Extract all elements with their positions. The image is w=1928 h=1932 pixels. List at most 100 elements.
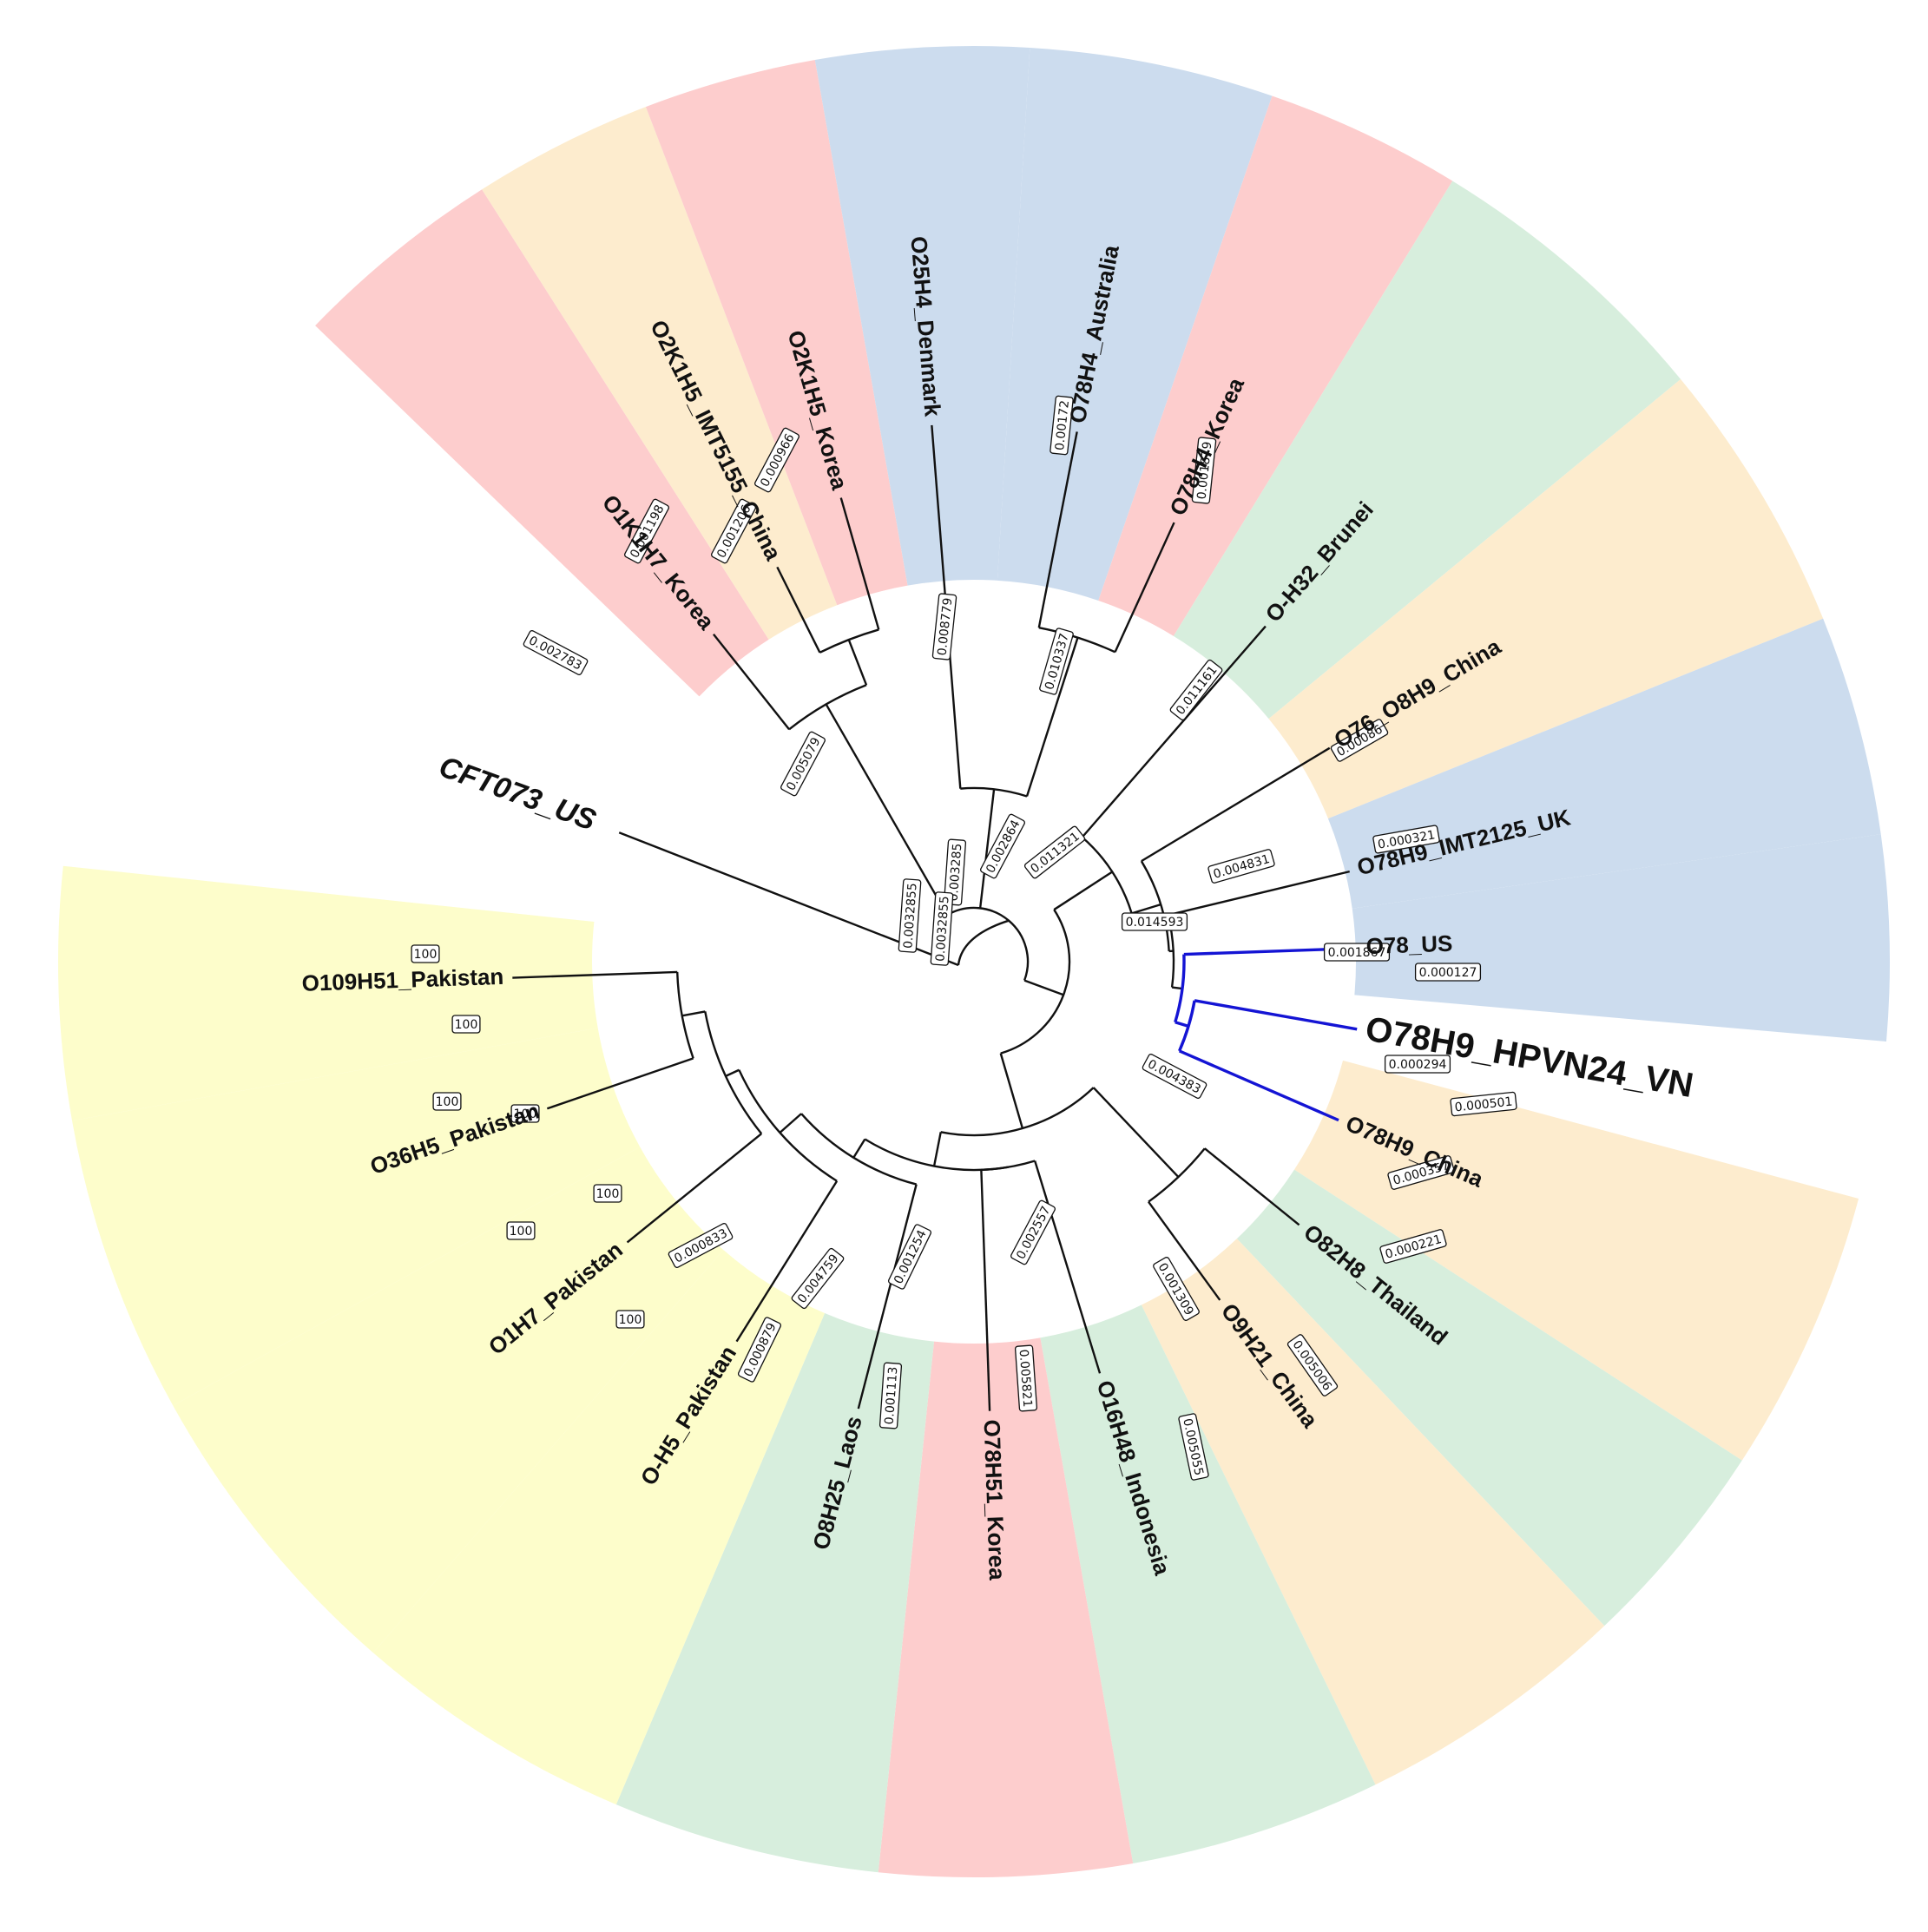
branch-length-label: 0.014593 [1121,912,1188,931]
branch-nPak1 [852,1138,866,1159]
branch-o78h51-korea [980,1169,991,1411]
clade-sector-o-h32-brunei [1173,181,1681,720]
clade-arc [960,786,1028,798]
branch-nS [932,1132,942,1166]
branch-length-text: 100 [455,1018,478,1032]
clade-arc [1000,909,1071,1055]
branch-nLv [1175,1021,1189,1028]
branch-nPak4 [681,1010,706,1017]
branch-length-label: 0.005821 [1014,1344,1038,1412]
branch-length-label: 0.005079 [780,731,826,797]
branch-length-label: 0.011161 [1169,659,1223,721]
branch-length-label: 0.004759 [791,1247,845,1310]
branch-nL [1171,986,1183,990]
branch-o2k1h5-korea [839,497,880,630]
clade-arc [946,906,1030,982]
clade-arc [1038,627,1116,654]
leaf-label-cft073-us: CFT073_US [435,750,601,837]
branch-length-text: 0.00172 [1053,399,1072,450]
branch-length-label: 0.001879 [1191,437,1217,504]
clade-sector-o78h4-australia [997,47,1273,601]
branch-length-label: 100 [593,1184,622,1203]
branch-o36h5-pakistan [546,1057,694,1110]
clade-sector-o78-us [1352,834,1890,1042]
branch-length-label: 0.004831 [1207,849,1275,884]
clade-sector-o9h21-china [1141,1239,1605,1785]
branch-o109h51-pakistan [512,970,678,979]
branch-length-text: 0.011321 [1028,830,1082,877]
clade-sector-o1k1h7-korea [315,189,769,697]
branch-length-label: 100 [510,1104,540,1123]
leaf-label-o78h51-korea: O78H51_Korea [979,1419,1010,1580]
branch-length-text: 100 [514,1107,537,1121]
branch-length-label: 0.001254 [887,1224,932,1290]
clade-arc [1140,860,1170,952]
branch-o78h4-australia [1037,431,1078,628]
clade-sector-o16h48-indonesia [1040,1304,1376,1863]
branch-nPak3 [725,1068,740,1077]
branch-length-label: 0.002783 [523,630,589,675]
branch-length-label: 0.000501 [1450,1091,1517,1117]
clade-arc [704,1011,763,1134]
clade-sector-o-h5-pakistan [372,1250,826,1805]
branch-length-text: 0.000127 [1419,966,1477,980]
clade-sector-o109h51-pakistan [57,865,598,1121]
branch-length-text: 0.0032855 [901,883,919,950]
branch-length-text: 0.0032855 [933,896,951,963]
clade-sector-o2k1h5-korea [645,60,908,606]
branch-length-text: 0.001879 [1195,441,1215,500]
branch-length-text: 100 [436,1095,459,1109]
branch-length-label: 0.001867 [1323,943,1391,962]
clade-sector-o76-o8h9-china [1268,378,1824,819]
branch-length-label: 0.008779 [931,593,957,660]
clade-sector-o82h8-thailand [1236,1169,1742,1626]
branch-o-h5-pakistan [735,1180,839,1343]
clade-arc [1178,1000,1196,1052]
branch-o78h4-korea [1114,522,1175,653]
clade-sector-o78h4-korea [1098,95,1453,636]
branch-o78h9-imt2125-uk [1168,870,1350,917]
clade-sector-o78h51-korea [878,1337,1134,1877]
clade-arc [800,1113,917,1186]
branch-length-label: 100 [411,944,440,963]
branch-length-label: 0.000127 [1414,963,1482,982]
clade-color-sectors [57,46,1890,1877]
branch-length-label: 0.011321 [1023,825,1086,879]
branch-nM [1023,979,1064,996]
branch-o76-o8h9-china [1141,746,1331,863]
branch-length-label: 0.000294 [1384,1055,1451,1074]
branch-o16h48-indonesia [1034,1160,1102,1374]
clade-arc [1174,954,1186,1023]
clade-arc [1148,1147,1206,1203]
branch-nJ [1131,903,1161,915]
branch-o1k1h7-korea [713,634,791,731]
branch-length-text: 0.005821 [1017,1349,1035,1408]
clade-sector-o36h5-pakistan [72,1028,641,1406]
branch-length-text: 0.014593 [1126,916,1184,930]
branch-nDEF [978,789,996,909]
branch-o9h21-china [1148,1200,1221,1301]
branch-length-label: 0.0032855 [930,891,954,966]
clade-arc [788,684,867,731]
branch-length-label: 100 [615,1310,645,1329]
branch-length-text: 0.001867 [1328,946,1386,960]
branch-length-label: 100 [451,1015,481,1034]
branch-o-h32-brunei [1081,625,1267,838]
branch-o82h8-thailand [1204,1147,1300,1226]
branch-length-text: 100 [619,1313,642,1327]
clade-sector-o8h25-laos [615,1313,935,1873]
branch-length-label: 0.001113 [878,1362,903,1429]
branch-length-label: 0.00172 [1050,395,1074,456]
clade-arc [819,628,879,654]
branch-nPak2 [779,1113,802,1134]
branch-length-label: 0.002557 [1010,1199,1056,1265]
branch-length-text: 100 [414,948,438,962]
branch-length-label: 0.0032855 [898,878,922,953]
branch-nO [999,1053,1024,1129]
branch-o78h9-china [1178,1049,1339,1122]
branch-length-label: 100 [506,1221,536,1240]
branch-length-text: 0.003285 [947,843,965,902]
branch-nA [825,703,949,916]
